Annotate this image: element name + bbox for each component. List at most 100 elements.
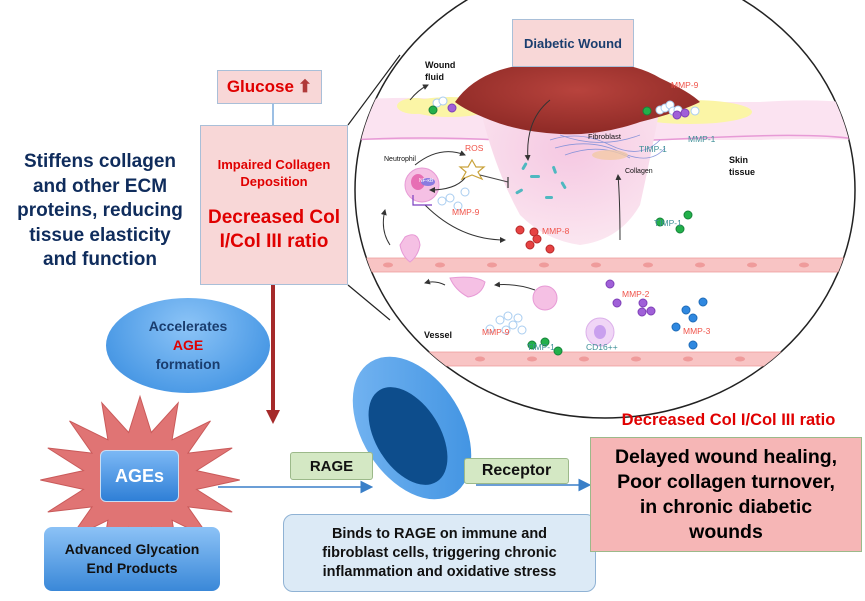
mmp1-label: MMP-1 — [688, 134, 716, 144]
wound-tissue — [480, 108, 660, 245]
glucose-label: Glucose — [226, 77, 294, 96]
mmp9-molecule — [438, 96, 448, 106]
outcome-line: Poor collagen turnover, — [617, 470, 835, 493]
mmp2-molecule — [605, 279, 615, 289]
mmp3-label: MMP-3 — [683, 326, 711, 336]
accelerates-line: formation — [155, 356, 221, 372]
mmp8-molecule — [532, 234, 542, 244]
accelerates-ellipse: Accelerates AGE formation — [106, 298, 270, 393]
mmp8-label: MMP-8 — [542, 226, 570, 236]
ros-star-icon — [458, 158, 486, 181]
cd16-label: CD16++ — [586, 342, 618, 352]
outcome-box: Delayed wound healing, Poor collagen tur… — [590, 437, 862, 552]
wound-scab — [455, 61, 700, 135]
impaired-to-ages-arrow — [266, 285, 280, 424]
ros-label: ROS — [465, 143, 484, 153]
molecule-group — [428, 96, 708, 356]
mmp3-molecule — [681, 305, 691, 315]
timp1-molecule — [428, 105, 438, 115]
mmp1-molecule — [672, 110, 682, 120]
ages-label-box: AGEs — [100, 450, 179, 502]
mmp9-top-label: MMP-9 — [671, 80, 699, 90]
timp1-molecule — [540, 337, 550, 347]
mmp1-molecule — [680, 108, 690, 118]
collagen-label: Collagen — [625, 168, 653, 175]
mmp2-molecule — [646, 306, 656, 316]
mmp3-molecule — [698, 297, 708, 307]
ages-label: AGEs — [114, 465, 165, 486]
binds-line: Binds to RAGE on immune and — [331, 525, 548, 542]
mmp9-molecule — [508, 320, 518, 330]
skin-tissue-label: tissue — [729, 167, 756, 177]
impaired-collagen-box: Impaired Collagen Deposition Decreased C… — [200, 125, 348, 285]
receptor-label: Receptor — [464, 458, 569, 484]
mmp9-molecule — [453, 201, 463, 211]
mmp9-molecule — [503, 311, 513, 321]
neutrophil-label: Neutrophil — [384, 156, 416, 163]
timp1-molecule — [675, 224, 685, 234]
nfkb-label: NF-κB — [419, 178, 434, 184]
mmp8-molecule — [525, 240, 535, 250]
wound-fluid-label: Wound — [425, 60, 456, 70]
up-arrow-icon: ⬆ — [297, 77, 313, 96]
mmp9-molecule — [445, 193, 455, 203]
mmp9-molecule — [513, 313, 523, 323]
outcome-line: Delayed wound healing, — [614, 445, 838, 468]
advanced-glycation-box: Advanced Glycation End Products — [44, 527, 220, 591]
fibroblast-label: Fibroblast — [588, 132, 621, 141]
wound-fluid-label: fluid — [425, 72, 444, 82]
timp1-molecule — [655, 217, 665, 227]
diabetic-wound-title: Diabetic Wound — [512, 19, 634, 67]
mmp9-molecule — [460, 187, 470, 197]
stiffens-text: Stiffens collagen and other ECM proteins… — [0, 150, 200, 273]
outcome-line: wounds — [689, 520, 763, 543]
mmp9-molecule — [517, 325, 527, 335]
ages-full-line: End Products — [86, 560, 178, 576]
timp1-mid-label: TIMP-1 — [654, 218, 682, 228]
timp1-bottom-label: TIMP-1 — [527, 342, 555, 352]
ages-full-line: Advanced Glycation — [64, 541, 200, 557]
binds-line: inflammation and oxidative stress — [322, 563, 557, 580]
timp1-molecule — [527, 340, 537, 350]
mmp9-mid-label: MMP-9 — [452, 207, 480, 217]
mmp9-molecule — [495, 315, 505, 325]
stiffens-line: tissue elasticity — [29, 224, 171, 246]
mmp9-bottom-label: MMP-9 — [482, 327, 510, 337]
outcome-header: Decreased Col I/Col III ratio — [621, 411, 836, 429]
accelerates-age: AGE — [172, 337, 204, 353]
mmp2-label: MMP-2 — [622, 289, 650, 299]
binds-description-box: Binds to RAGE on immune and fibroblast c… — [283, 514, 596, 592]
zoom-connector-lines — [347, 54, 401, 321]
mmp8-molecule — [515, 225, 525, 235]
mmp9-molecule — [501, 325, 511, 335]
timp1-molecule — [553, 346, 563, 356]
stiffens-line: Stiffens collagen — [23, 151, 177, 172]
mmp3-molecule — [688, 313, 698, 323]
vessel-wall-top — [355, 257, 855, 273]
mmp9-molecule — [437, 196, 447, 206]
timp1-molecule — [683, 210, 693, 220]
vessel-wall-bottom — [355, 351, 855, 367]
impaired-title: Impaired Collagen Deposition — [217, 157, 331, 189]
mmp9-molecule — [485, 324, 495, 334]
mmp1-molecule — [447, 103, 457, 113]
impaired-ratio: Decreased Col I/Col III ratio — [207, 207, 340, 252]
binds-line: fibroblast cells, triggering chronic — [322, 544, 557, 561]
mmp2-molecule — [638, 298, 648, 308]
timp1-top-label: TIMP-1 — [639, 144, 667, 154]
outcome-line: in chronic diabetic — [639, 495, 813, 518]
stiffens-line: proteins, reducing — [17, 200, 183, 221]
mmp2-molecule — [612, 298, 622, 308]
skin-tissue-label: Skin — [729, 155, 749, 165]
stiffens-line: and other ECM — [32, 175, 168, 197]
mmp3-molecule — [671, 322, 681, 332]
mmp9-molecule — [690, 106, 700, 116]
mmp8-molecule — [545, 244, 555, 254]
rage-receptor-cell — [352, 356, 472, 500]
timp1-molecule — [642, 106, 652, 116]
glucose-box: Glucose ⬆ — [217, 70, 322, 104]
accelerates-line: Accelerates — [148, 318, 228, 334]
vessel-label: Vessel — [424, 330, 453, 340]
rage-label: RAGE — [290, 452, 373, 480]
